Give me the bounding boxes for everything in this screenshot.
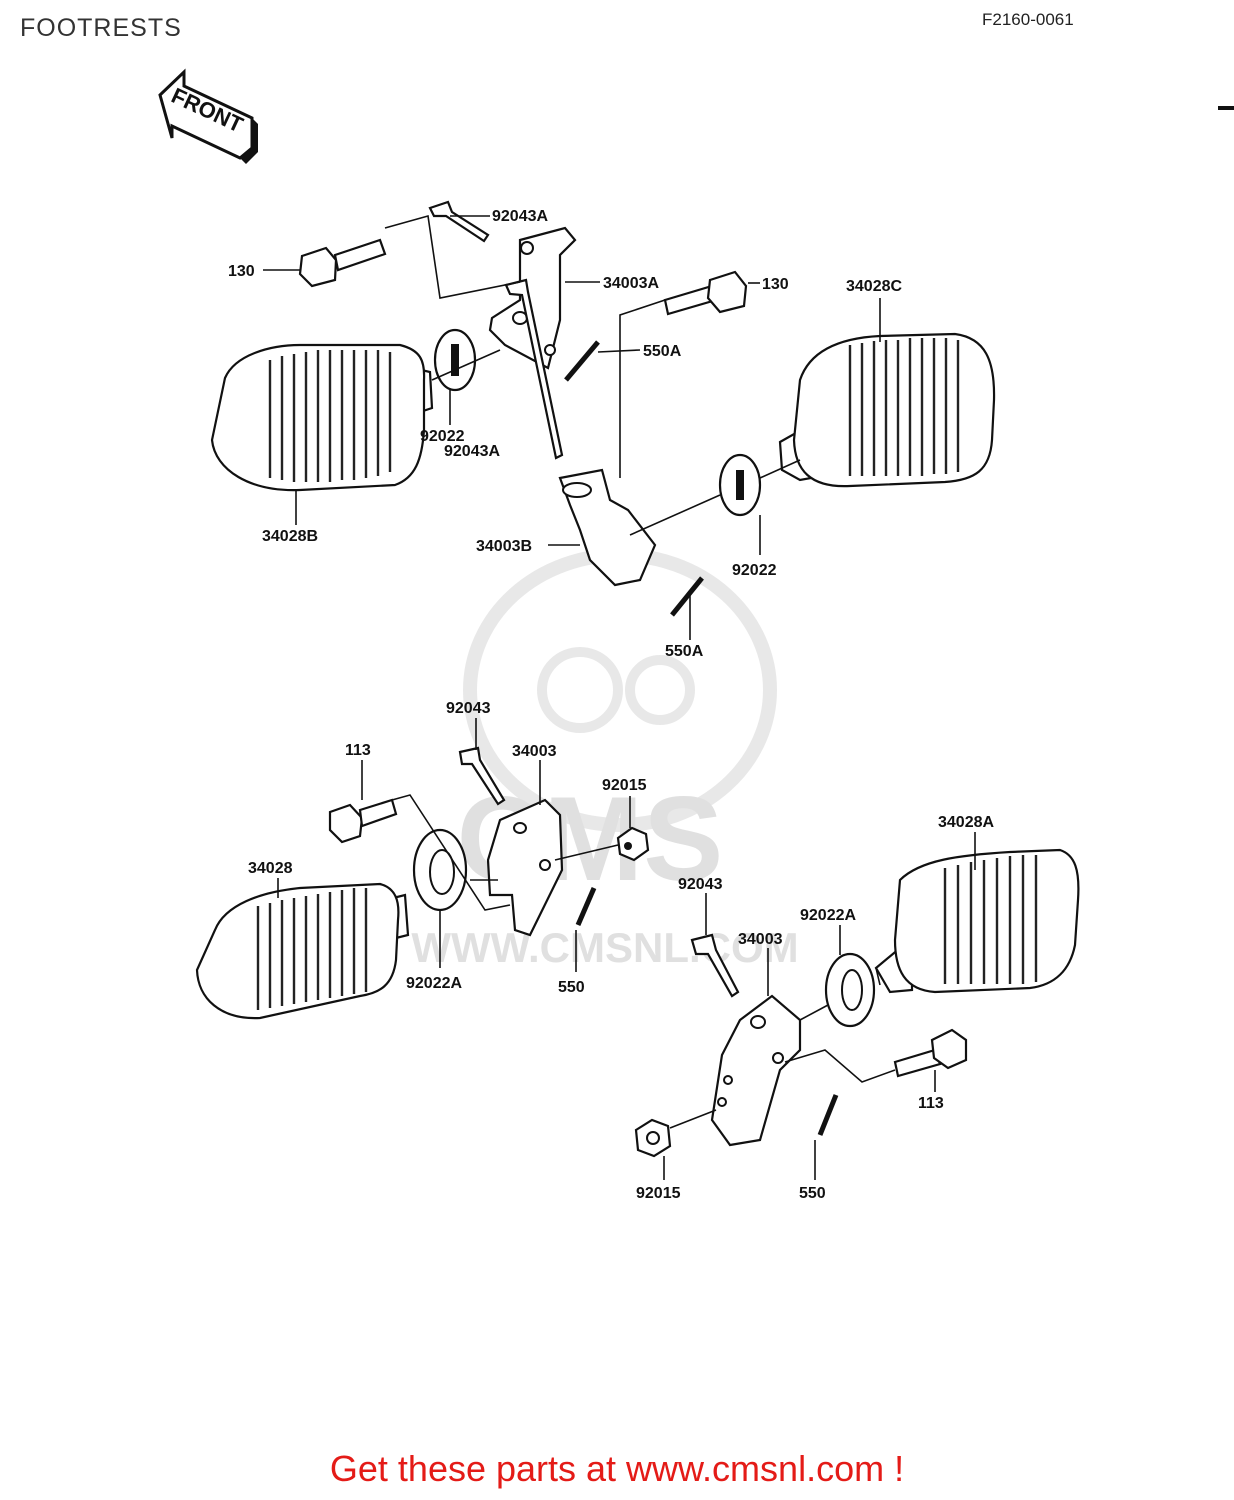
pin-92043A-top [428,200,490,243]
cotter-pin-550A-top [564,340,600,382]
pin-92043-left [458,746,506,806]
leader-lines [263,214,976,1180]
callout-550-left: 550 [558,979,585,996]
callout-550A-bottom: 550A [665,643,704,660]
callout-113-right: 113 [918,1095,944,1112]
front-arrow-icon: FRONT [158,68,258,164]
bolt-113-left [328,798,398,844]
footpeg-34028B [210,343,434,492]
callout-550-right: 550 [799,1185,826,1202]
callout-34003A: 34003A [603,275,659,292]
callout-92043A-top: 92043A [492,208,548,225]
cotter-pin-550A-bottom [670,576,704,617]
callout-92022A-right: 92022A [800,907,856,924]
diagram-code: F2160-0061 [982,10,1074,29]
washer-92022A-right [824,952,876,1028]
pin-92043A-mid [504,278,564,460]
callout-92043A-mid: 92043A [444,443,500,460]
callout-130-mid: 130 [762,276,789,293]
cotter-pin-550-right [817,1094,839,1136]
footpeg-34028 [195,882,410,1020]
bolt-130-top [298,238,387,288]
callout-34028B: 34028B [262,528,318,545]
footpeg-34028C [778,332,996,488]
callout-34003-left: 34003 [512,743,557,760]
callout-34028C: 34028C [846,278,902,295]
washer-92022-right [718,453,762,517]
bolt-113-right [893,1028,968,1078]
bracket-34003-left [486,798,564,937]
callout-34028A: 34028A [938,814,994,831]
callout-92022A-left: 92022A [406,975,462,992]
page-title: FOOTRESTS [20,14,182,42]
callout-34028: 34028 [248,860,293,877]
callout-34003B: 34003B [476,538,532,555]
callout-92015-top: 92015 [602,777,647,794]
callout-92022-right: 92022 [732,562,777,579]
bracket-34003B [558,468,657,587]
callout-113-left: 113 [345,742,371,759]
pin-92043-right [690,933,740,998]
callout-labels: 92043A 130 34003A 34028C 550A 130 92022 … [228,208,994,1202]
bolt-130-mid [663,270,748,316]
edge-mark [1218,106,1234,110]
bracket-34003-right [710,994,802,1147]
footpeg-34028A [874,848,1080,994]
callout-92015-bottom: 92015 [636,1185,681,1202]
nut-92015-top [616,826,650,862]
callout-550A-top: 550A [643,343,682,360]
footer-link[interactable]: Get these parts at www.cmsnl.com ! [329,1448,905,1489]
callout-92043-left: 92043 [446,700,491,717]
washer-92022A-left [412,828,468,912]
bracket-34003A [488,226,577,370]
watermark-url-text: WWW.CMSNL.COM [411,924,798,971]
washer-92022-left [433,328,477,392]
callout-130-top: 130 [228,263,255,280]
nut-92015-bottom [634,1118,672,1158]
cotter-pin-550-left [575,887,597,926]
callout-92022-left: 92022 [420,428,465,445]
callout-34003-right: 34003 [738,931,783,948]
callout-92043-right: 92043 [678,876,723,893]
